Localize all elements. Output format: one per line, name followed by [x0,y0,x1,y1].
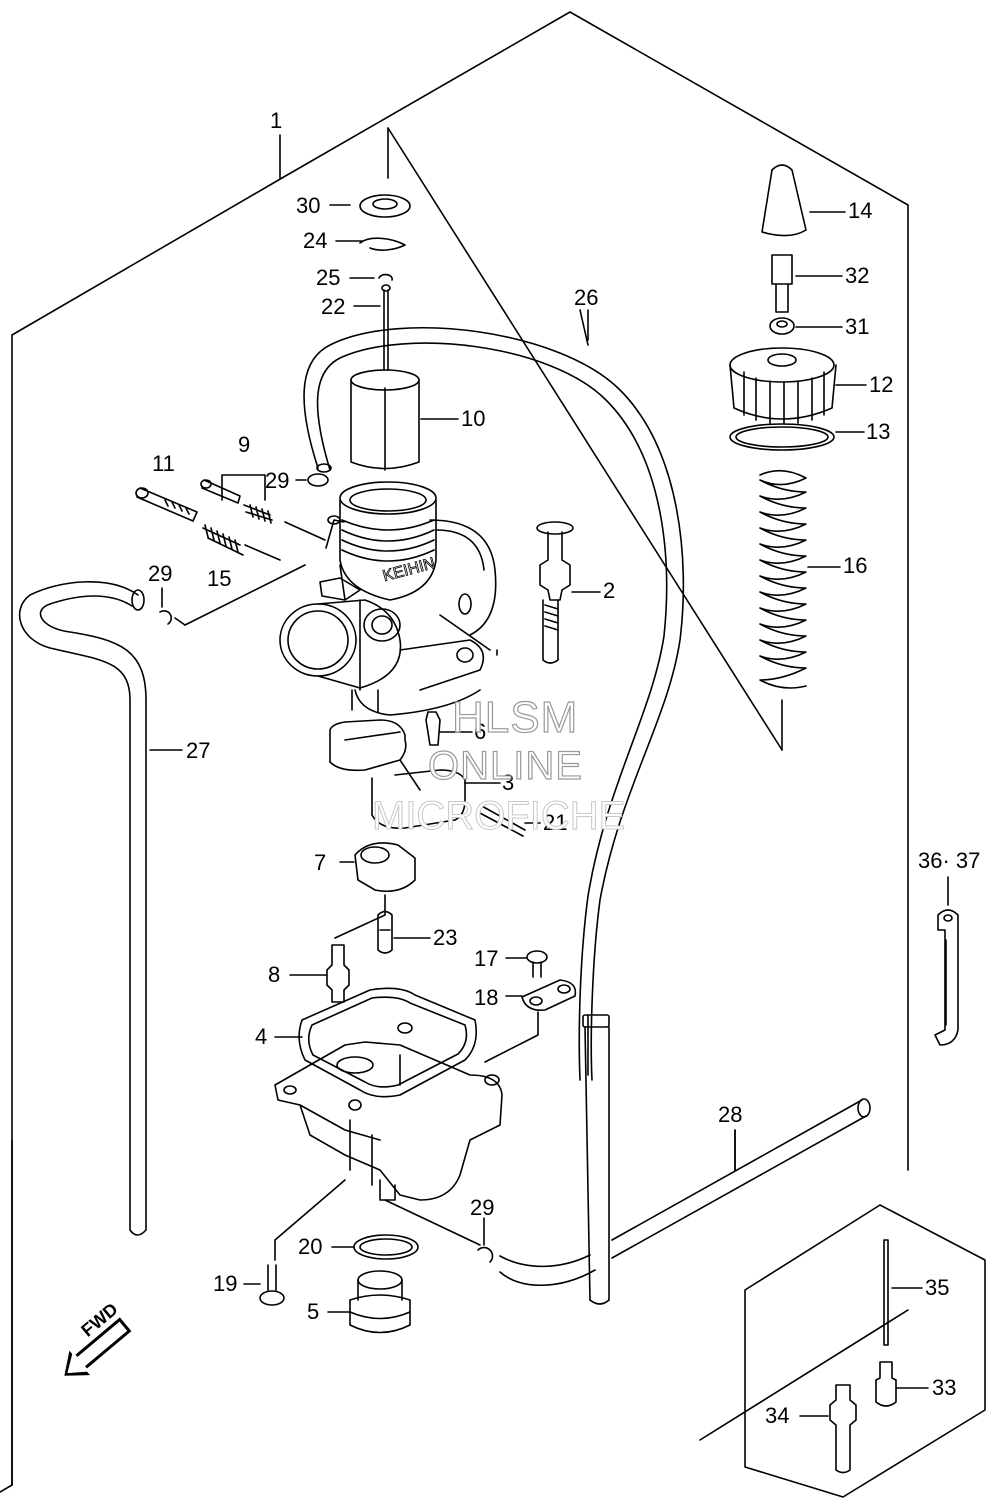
callout-7: 7 [314,850,327,875]
callout-3: 3 [502,770,515,795]
callout-18: 18 [474,985,499,1010]
spring-15 [202,524,244,556]
callout-19: 19 [213,1271,238,1296]
callout-25: 25 [316,265,341,290]
holder-7 [354,842,416,893]
callout-28: 28 [718,1102,743,1127]
screw-11 [135,487,198,522]
callout-22: 22 [321,294,346,319]
bracket-18 [521,979,577,1012]
clip-29-top [307,473,329,487]
assembly-frame-bottom-right [699,1309,909,1441]
callout-9: 9 [238,432,251,457]
needle-35 [883,1239,889,1346]
callout-20: 20 [298,1234,323,1259]
assembly-frame-left [11,177,283,336]
float-3 [329,719,466,830]
callout-24: 24 [303,228,328,253]
kit-frame [744,1204,986,1498]
nut-31 [769,317,795,335]
callout-29-left: 29 [148,561,173,586]
watermark-line3: MICROFICHE [371,794,626,838]
callout-2: 2 [603,578,616,603]
callout-1: 1 [270,108,283,133]
spring-16 [759,469,807,689]
assembly-frame-lower [0,1484,13,1493]
callout-11: 11 [152,451,175,476]
callout-36-37: 36· 37 [918,848,981,873]
screw-9 [200,479,273,524]
callout-16: 16 [843,553,868,578]
plunger-2 [536,521,574,664]
callout-23: 23 [433,925,458,950]
gasket-4 [298,987,478,1098]
callout-12: 12 [869,372,894,397]
tube-28 [611,1099,863,1241]
screw-19 [259,1264,285,1306]
clip-24 [359,237,406,251]
assembly-frame [281,11,909,1171]
topcap-12 [729,347,837,425]
float-chamber [274,1022,503,1201]
watermark-line2: ONLINE [427,744,583,788]
jet-6 [425,711,441,746]
hose-26 [303,327,685,1081]
jet-34 [829,1384,857,1474]
callout-35: 35 [925,1275,950,1300]
callout-6: 6 [474,719,487,744]
callout-29-lower: 29 [470,1195,495,1220]
callout-31: 31 [845,314,870,339]
jet-23 [377,910,393,954]
watermark-line1: HLSM [451,693,579,742]
callout-8: 8 [268,962,281,987]
cap-14 [761,164,807,237]
clip-29-lower [477,1246,494,1263]
pin-21 [479,804,526,831]
callout-26: 26 [574,285,599,310]
hose-27 [18,581,147,1236]
strap-36-37 [934,909,959,1046]
callout-27: 27 [186,738,211,763]
fwd-arrow-icon [64,1317,132,1376]
callout-30: 30 [296,193,321,218]
callout-33: 33 [932,1375,957,1400]
callout-15: 15 [207,566,232,591]
washer-30 [359,194,411,218]
callout-13: 13 [866,419,891,444]
ring-25 [378,273,393,281]
gasket-13 [729,423,835,451]
callout-32: 32 [845,263,870,288]
callout-21: 21 [543,810,568,835]
clip-29-left [159,609,172,625]
callout-10: 10 [461,406,486,431]
screw-17 [526,950,548,978]
adjuster-32 [771,254,793,285]
jet-33 [875,1361,897,1407]
callout-29-top: 29 [265,468,290,493]
callout-5: 5 [307,1299,320,1324]
callout-34: 34 [765,1403,790,1428]
callout-14: 14 [848,198,873,223]
callout-17: 17 [474,946,499,971]
plug-5 [349,1270,411,1334]
fwd-label: FWD [77,1298,122,1341]
callout-4: 4 [255,1024,268,1049]
